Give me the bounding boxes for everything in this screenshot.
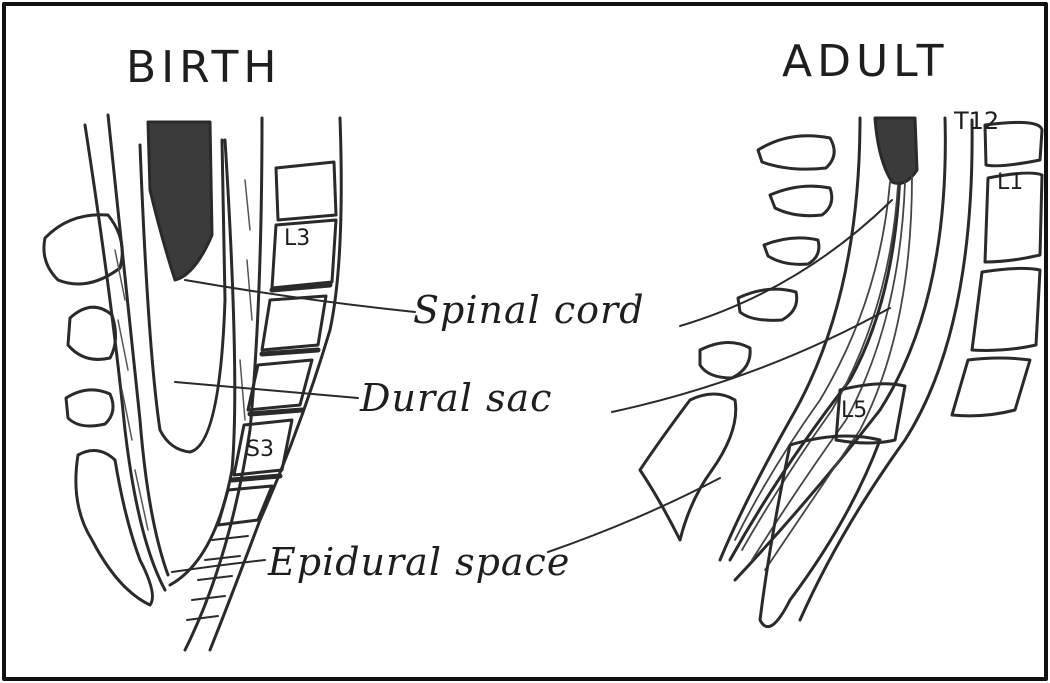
- birth-title: BIRTH: [126, 42, 282, 93]
- birth-spinous-process: [66, 390, 113, 426]
- birth-vertebra: [218, 486, 272, 525]
- birth-spinous-process: [68, 307, 116, 359]
- birth-vertebra: [276, 162, 336, 220]
- birth-vertebra: [248, 360, 312, 410]
- adult-vertebra: [952, 358, 1030, 416]
- adult-spine-drawing: [548, 118, 1042, 627]
- adult-sacrum: [640, 394, 736, 540]
- birth-spinous-process: [44, 215, 122, 284]
- dural-sac-leader-adult: [612, 308, 890, 412]
- adult-spinous-process: [738, 289, 797, 320]
- adult-dural-sac-anterior: [735, 118, 945, 580]
- birth-vertebra-label: S3: [246, 437, 274, 462]
- birth-vertebra-label: L3: [284, 226, 310, 251]
- adult-vertebra-label: T12: [954, 107, 999, 135]
- adult-title: ADULT: [782, 36, 949, 87]
- birth-vertebra: [262, 296, 326, 350]
- adult-spinous-process: [770, 186, 832, 216]
- epidural-space-label: Epidural space: [268, 540, 570, 584]
- adult-dural-sac-posterior: [720, 118, 860, 560]
- adult-spinous-process: [700, 342, 750, 378]
- adult-vertebra-label: L5: [841, 398, 867, 423]
- epidural-leader-adult: [548, 478, 720, 552]
- adult-dural-sac-inner: [730, 118, 900, 560]
- dural-sac-leader-birth: [175, 382, 358, 398]
- adult-spinous-process: [764, 238, 819, 264]
- adult-canal-anterior: [800, 120, 972, 620]
- birth-spinal-cord: [148, 122, 212, 280]
- adult-spinous-process: [758, 136, 834, 169]
- spinal-cord-label: Spinal cord: [413, 288, 645, 332]
- adult-vertebra-label: L1: [997, 170, 1023, 195]
- dural-sac-label: Dural sac: [360, 376, 552, 420]
- adult-spinal-cord: [875, 118, 917, 184]
- adult-vertebra: [972, 268, 1040, 350]
